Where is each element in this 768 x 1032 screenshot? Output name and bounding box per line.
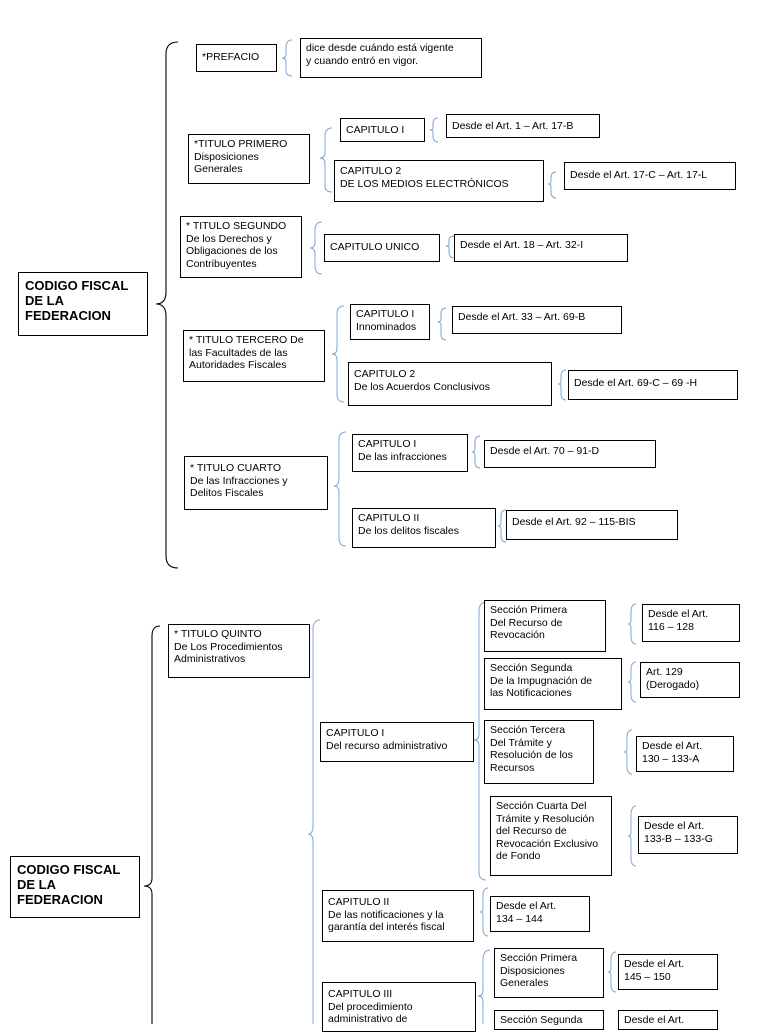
t4-capitulo-1-articles: Desde el Art. 70 – 91-D — [484, 440, 656, 468]
t5-capitulo-3-box: CAPITULO III Del procedimiento administr… — [322, 982, 476, 1032]
t2-capitulo-unico-articles: Desde el Art. 18 – Art. 32-I — [454, 234, 628, 262]
t5-cap3-seccion-primera-box: Sección Primera Disposiciones Generales — [494, 948, 604, 998]
t3-capitulo-2-articles: Desde el Art. 69-C – 69 -H — [568, 370, 738, 400]
t5-capitulo-1-box: CAPITULO I Del recurso administrativo — [320, 722, 474, 762]
prefacio-box: *PREFACIO — [196, 44, 277, 72]
titulo-primero-box: *TITULO PRIMERO Disposiciones Generales — [188, 134, 310, 184]
t3-capitulo-1-box: CAPITULO I Innominados — [350, 304, 430, 340]
t1-capitulo-1-articles: Desde el Art. 1 – Art. 17-B — [446, 114, 600, 138]
t5-seccion-primera-articles: Desde el Art. 116 – 128 — [642, 604, 740, 642]
titulo-cuarto-box: * TITULO CUARTO De las Infracciones y De… — [184, 456, 328, 510]
t5-capitulo-2-box: CAPITULO II De las notificaciones y la g… — [322, 890, 474, 942]
t5-cap3-seccion-segunda-articles: Desde el Art. — [618, 1010, 718, 1030]
titulo-quinto-box: * TITULO QUINTO De Los Procedimientos Ad… — [168, 624, 310, 678]
t2-capitulo-unico-box: CAPITULO UNICO — [324, 234, 440, 262]
t1-capitulo-1-box: CAPITULO I — [340, 118, 425, 142]
t5-seccion-segunda-articles: Art. 129 (Derogado) — [640, 662, 740, 698]
t5-cap3-seccion-primera-articles: Desde el Art. 145 – 150 — [618, 954, 718, 990]
root-codigo-fiscal-2: CODIGO FISCAL DE LA FEDERACION — [10, 856, 140, 918]
t4-capitulo-2-articles: Desde el Art. 92 – 115-BIS — [506, 510, 678, 540]
t4-capitulo-1-box: CAPITULO I De las infracciones — [352, 434, 468, 472]
t5-seccion-cuarta-box: Sección Cuarta Del Trámite y Resolución … — [490, 796, 612, 876]
t5-seccion-cuarta-articles: Desde el Art. 133-B – 133-G — [638, 816, 738, 854]
t4-capitulo-2-box: CAPITULO II De los delitos fiscales — [352, 508, 496, 548]
t5-seccion-tercera-box: Sección Tercera Del Trámite y Resolución… — [484, 720, 594, 784]
t5-seccion-tercera-articles: Desde el Art. 130 – 133-A — [636, 736, 734, 772]
root-codigo-fiscal-1: CODIGO FISCAL DE LA FEDERACION — [18, 272, 148, 336]
prefacio-description: dice desde cuándo está vigente y cuando … — [300, 38, 482, 78]
t5-capitulo-2-articles: Desde el Art. 134 – 144 — [490, 896, 590, 932]
t1-capitulo-2-box: CAPITULO 2 DE LOS MEDIOS ELECTRÓNICOS — [334, 160, 544, 202]
titulo-tercero-box: * TITULO TERCERO De las Facultades de la… — [183, 330, 325, 382]
t3-capitulo-2-box: CAPITULO 2 De los Acuerdos Conclusivos — [348, 362, 552, 406]
t5-cap3-seccion-segunda-box: Sección Segunda — [494, 1010, 604, 1030]
t1-capitulo-2-articles: Desde el Art. 17-C – Art. 17-L — [564, 162, 736, 190]
t5-seccion-primera-box: Sección Primera Del Recurso de Revocació… — [484, 600, 606, 652]
t5-seccion-segunda-box: Sección Segunda De la Impugnación de las… — [484, 658, 622, 710]
t3-capitulo-1-articles: Desde el Art. 33 – Art. 69-B — [452, 306, 622, 334]
titulo-segundo-box: * TITULO SEGUNDO De los Derechos y Oblig… — [180, 216, 302, 278]
